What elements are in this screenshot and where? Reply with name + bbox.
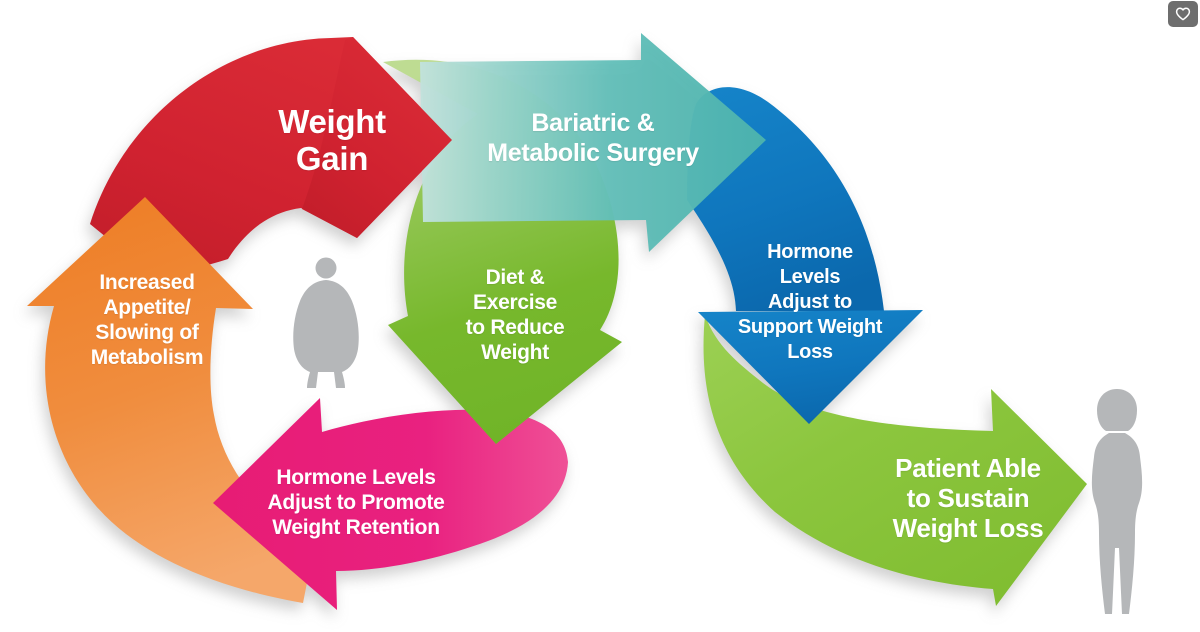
favorite-button[interactable] bbox=[1168, 1, 1198, 27]
bariatric-surgery-arrow bbox=[420, 33, 766, 252]
weight-gain-arrow-head bbox=[302, 37, 452, 238]
obese-person-icon bbox=[293, 257, 359, 388]
sustain-weight-loss-arrow bbox=[703, 315, 1087, 606]
hormone-retention-arrow bbox=[213, 398, 568, 610]
slim-person-icon bbox=[1091, 389, 1143, 614]
arrow-group bbox=[27, 33, 1087, 610]
heart-outline-icon bbox=[1175, 7, 1191, 21]
hormone-support-arrow-head bbox=[698, 310, 923, 424]
